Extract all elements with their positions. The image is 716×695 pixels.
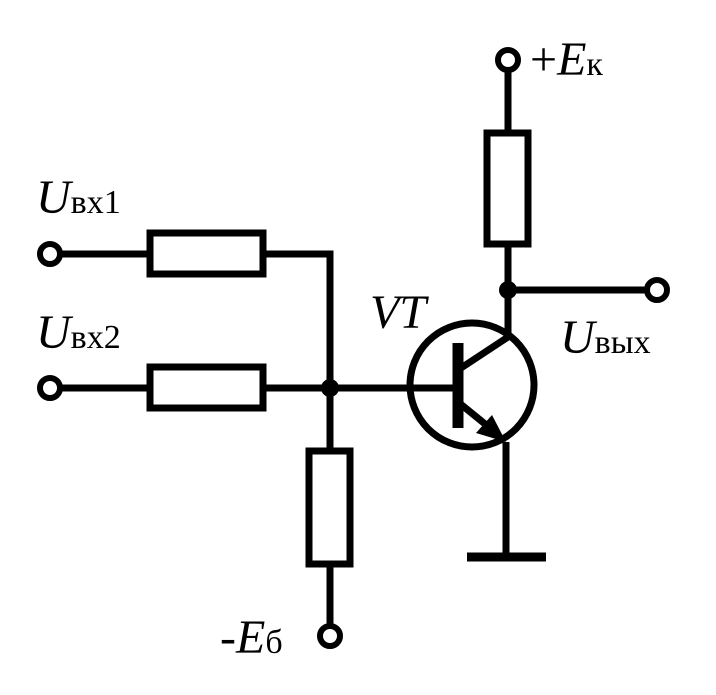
label-eb: -Eб <box>220 611 283 664</box>
label-uin1: Uвх1 <box>36 171 121 224</box>
label-uin2: Uвх2 <box>36 306 121 359</box>
terminal-uin1[interactable] <box>37 241 63 267</box>
wire-input1-right <box>263 250 334 388</box>
resistor-bias <box>305 447 354 568</box>
terminal-ek[interactable] <box>495 47 521 73</box>
terminal-uin2[interactable] <box>37 375 63 401</box>
emitter-arrow-icon <box>476 415 506 442</box>
transistor-body <box>406 319 538 451</box>
resistor-input1 <box>146 229 267 278</box>
resistor-collector <box>483 129 532 248</box>
label-uout: Uвых <box>560 311 651 364</box>
label-ek: +Eк <box>530 33 603 86</box>
terminal-uout[interactable] <box>644 277 670 303</box>
resistor-input2 <box>146 363 267 412</box>
junction-collector <box>499 281 517 299</box>
transistor-collector-lead <box>456 334 510 373</box>
terminal-eb[interactable] <box>317 623 343 649</box>
label-transistor: VT <box>370 286 429 339</box>
